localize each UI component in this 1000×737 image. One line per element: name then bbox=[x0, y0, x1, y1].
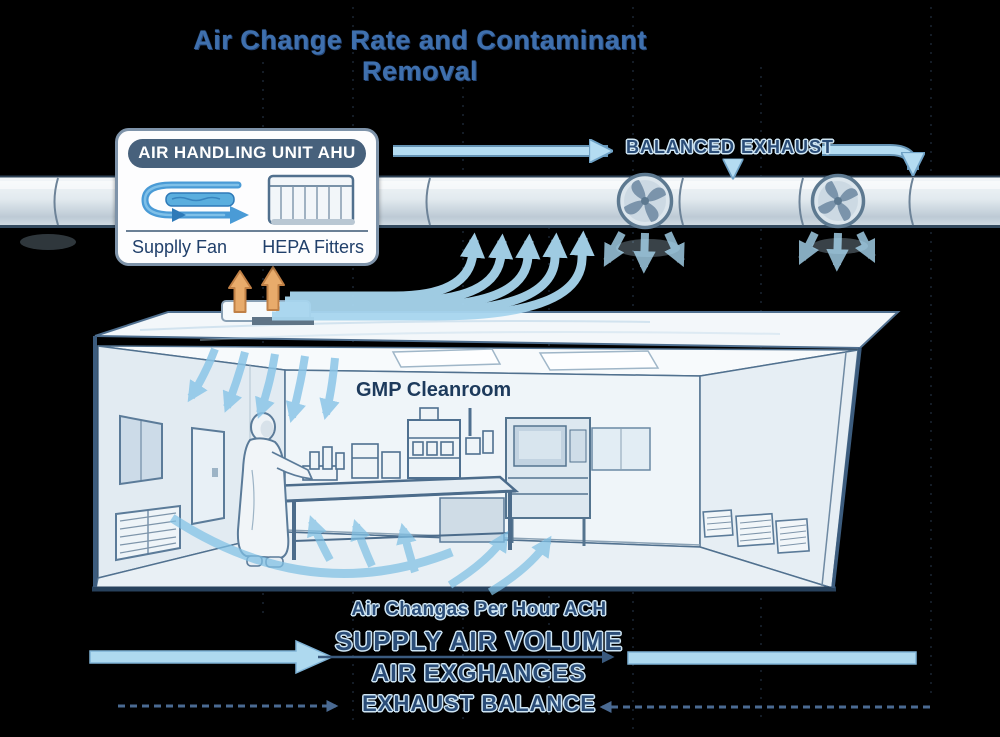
exhaust-spray-arrows bbox=[603, 231, 876, 274]
air-handling-unit-box: AIR HANDLING UNIT AHU bbox=[115, 128, 379, 266]
cleanroom-roof bbox=[94, 300, 901, 350]
duct-seam bbox=[678, 177, 684, 226]
hepa-filter-icon bbox=[267, 174, 355, 225]
return-air-arrows bbox=[272, 230, 595, 321]
duct-seam bbox=[53, 177, 59, 226]
exhaust-fan-icon bbox=[810, 173, 866, 229]
supply-fan-icon bbox=[141, 181, 249, 224]
exhaust-balance-label: EXHAUST BALANCE bbox=[362, 691, 596, 716]
diagram-title: Air Change Rate and Contaminant Removal bbox=[193, 25, 647, 86]
ceiling-supply-arrows bbox=[187, 347, 340, 424]
floor-airflow-arrows bbox=[169, 514, 552, 596]
air-exchanges-label: AIR EXGHANGES bbox=[371, 660, 587, 687]
supply-volume-left-arrow bbox=[89, 639, 334, 675]
balanced-exhaust-label: BALANCED EXHAUST bbox=[626, 137, 835, 157]
roof-hatch-slot bbox=[252, 317, 314, 325]
ahu-intake-orange-arrows bbox=[228, 266, 285, 313]
hepa-filter-label: HEPA Fitters bbox=[262, 237, 364, 257]
ahu-header: AIR HANDLING UNIT AHU bbox=[128, 139, 366, 168]
right-inner-edge bbox=[821, 351, 847, 587]
vent-slats bbox=[706, 515, 807, 547]
bottom-annotation-arrows bbox=[89, 639, 930, 713]
lab-equipment bbox=[302, 407, 494, 481]
ach-label: Air Changas Per Hour ACH bbox=[351, 599, 607, 620]
ahu-icons-row bbox=[126, 168, 368, 232]
left-wall-door bbox=[191, 426, 225, 526]
exhaust-fan-icon bbox=[616, 172, 674, 230]
duct-seam bbox=[425, 177, 431, 226]
cleanroom-operator bbox=[236, 412, 314, 568]
supply-fan-label: Supplly Fan bbox=[132, 237, 228, 257]
exhaust-to-duct-arrow bbox=[822, 144, 913, 170]
mist bbox=[20, 234, 76, 250]
duct-seam bbox=[798, 177, 804, 226]
right-outer-edge bbox=[831, 347, 862, 589]
process-cabinet bbox=[505, 417, 591, 546]
duct-seam bbox=[908, 177, 914, 226]
ceiling-light bbox=[391, 348, 502, 368]
supply-air-volume-label: SUPPLY AIR VOLUME bbox=[335, 626, 623, 656]
ahu-labels-row: Supplly Fan HEPA Fitters bbox=[118, 232, 376, 258]
work-table bbox=[266, 475, 520, 560]
gmp-cleanroom-label: GMP Cleanroom bbox=[356, 379, 512, 401]
supply-volume-right-bar bbox=[627, 651, 917, 665]
cleanroom bbox=[92, 336, 862, 592]
ceiling-light bbox=[538, 350, 660, 371]
left-wall-vent bbox=[115, 504, 181, 562]
